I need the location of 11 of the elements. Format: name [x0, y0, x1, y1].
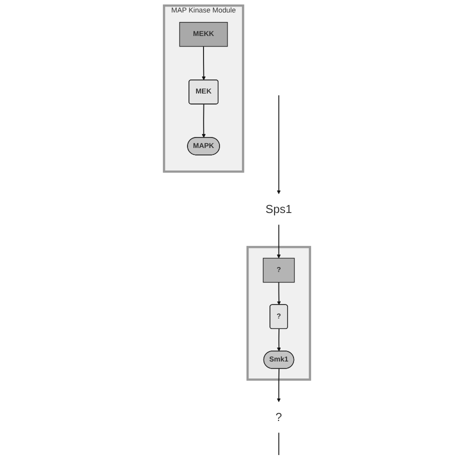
cluster: [246, 246, 312, 381]
connector: [278, 432, 280, 456]
arrow: [276, 224, 281, 258]
arrow: [276, 282, 281, 306]
node-text: ?: [276, 410, 282, 424]
node-text: Sps1: [266, 202, 292, 216]
arrow: [276, 328, 281, 352]
arrow: [276, 94, 281, 194]
arrow: [276, 368, 281, 402]
arrow: [202, 46, 206, 80]
arrow: [202, 104, 206, 138]
